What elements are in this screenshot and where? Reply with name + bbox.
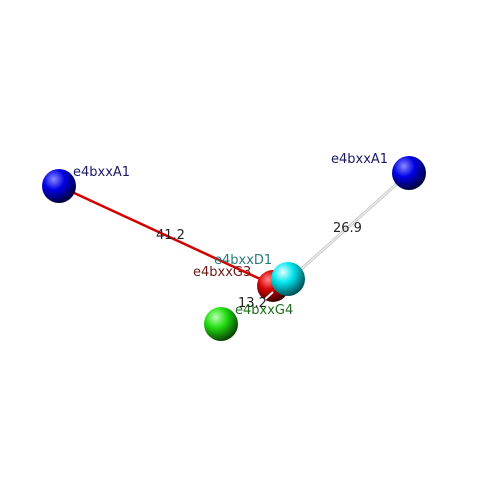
atom-a1-right-label: e4bxxA1 <box>331 152 388 167</box>
distance-label-a1-left-g3: 41.2 <box>156 228 185 243</box>
atom-d1-label: e4bxxD1 <box>214 253 272 268</box>
distance-label-a1-right-d1: 26.9 <box>333 221 362 236</box>
atom-g3-label: e4bxxG3 <box>193 265 251 280</box>
atom-a1-left-sphere[interactable] <box>42 169 76 203</box>
atom-g4-sphere[interactable] <box>204 307 238 341</box>
atom-a1-right-sphere[interactable] <box>392 156 426 190</box>
distance-label-g3-g4: 13.2 <box>238 296 267 311</box>
distance-line-g3-g4 <box>261 291 274 303</box>
atom-d1-sphere[interactable] <box>271 262 305 296</box>
distance-line-a1-right-d1-inner <box>288 172 410 281</box>
atom-g4-label: e4bxxG4 <box>235 303 293 318</box>
distance-line-a1-left-g3 <box>58 184 272 286</box>
atom-a1-left-label: e4bxxA1 <box>73 165 130 180</box>
